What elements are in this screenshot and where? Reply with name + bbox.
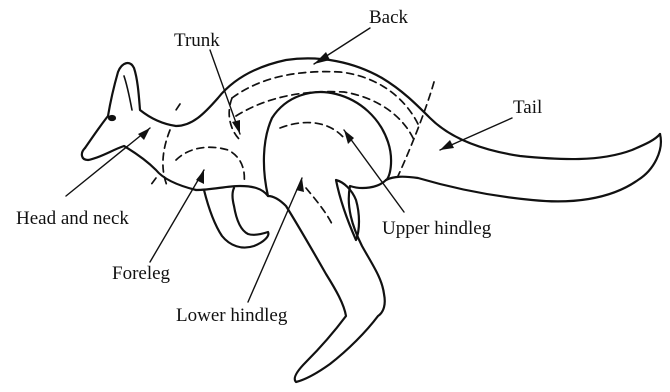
pointer-upper-hindleg [344, 130, 404, 212]
shin-boundary [306, 188, 332, 224]
tail-boundary [398, 82, 434, 176]
hindleg-boundary [280, 123, 344, 138]
label-back: Back [369, 8, 408, 28]
label-lower-hindleg: Lower hindleg [176, 306, 287, 326]
label-foreleg: Foreleg [112, 264, 170, 284]
back-boundary-1 [232, 72, 418, 124]
eye-icon [109, 116, 115, 120]
label-trunk: Trunk [174, 31, 220, 51]
ear-inner [124, 76, 132, 110]
pointer-head-and-neck [66, 128, 150, 196]
arrowhead-tail [440, 140, 454, 150]
hindleg-outline [264, 92, 391, 382]
foreleg-outline [204, 188, 268, 248]
label-tail: Tail [513, 98, 542, 118]
tail-underside [386, 134, 661, 201]
head-outline [82, 146, 196, 190]
label-head-and-neck: Head and neck [16, 209, 129, 229]
arrowhead-lower-hindleg [296, 178, 304, 192]
shoulder-boundary [176, 147, 244, 184]
back-boundary-2 [236, 92, 414, 140]
head-boundary-tick-1 [150, 178, 156, 186]
label-upper-hindleg: Upper hindleg [382, 219, 491, 239]
arrowhead-head-and-neck [138, 128, 150, 140]
head-boundary-tick-2 [176, 104, 180, 110]
body-outline-top [85, 58, 660, 159]
arrowhead-trunk [232, 120, 240, 134]
